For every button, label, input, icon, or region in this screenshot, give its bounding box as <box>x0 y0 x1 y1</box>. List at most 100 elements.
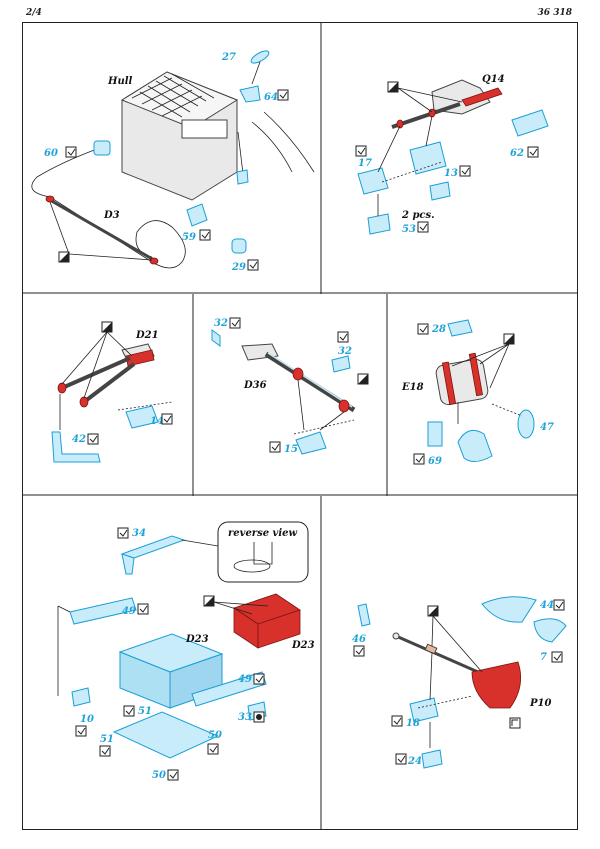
part-64-placement <box>236 169 249 185</box>
part-64: 64 <box>239 85 289 103</box>
part-24: 24 <box>395 749 443 769</box>
svg-text:33: 33 <box>238 712 252 723</box>
svg-text:49: 49 <box>122 606 136 617</box>
hull-title: Hull <box>107 76 133 87</box>
part-27: 27 <box>221 50 270 64</box>
part-42: 42 <box>51 431 101 463</box>
part-49-right: 49 <box>191 671 267 707</box>
paint-icon <box>387 81 399 93</box>
svg-text:reverse view: reverse view <box>228 528 298 539</box>
svg-text:59: 59 <box>182 232 196 243</box>
d36-title: D36 <box>243 380 267 391</box>
svg-text:44: 44 <box>540 600 554 611</box>
paint-icon <box>58 251 70 263</box>
part-53: 53 <box>367 213 429 235</box>
panel-e18: E18 28 47 69 <box>388 319 578 496</box>
svg-text:60: 60 <box>44 148 58 159</box>
part-49-top: 49 <box>69 597 149 625</box>
p10-shovel-blade <box>471 661 522 709</box>
part-32-left: 32 <box>211 317 241 347</box>
part-28: 28 <box>417 319 473 337</box>
hull-body <box>120 71 239 201</box>
part-13: 13 <box>409 141 471 179</box>
q14-title: Q14 <box>482 74 505 85</box>
svg-text:24: 24 <box>407 756 422 767</box>
panel-q14: Q14 27 62 17 13 2 pcs. 53 <box>322 74 578 294</box>
hull-assembly-label: D3 <box>103 210 120 221</box>
part-51-top: 51 <box>123 705 152 717</box>
cable-path <box>31 148 186 269</box>
svg-text:7: 7 <box>540 652 547 663</box>
part-59: 59 <box>182 203 211 243</box>
q14-red-part <box>461 87 503 107</box>
part-50-right: 50 <box>207 730 222 755</box>
panel-d21: D21 42 14 <box>22 294 194 496</box>
svg-text:49: 49 <box>238 674 252 685</box>
svg-text:27: 27 <box>221 52 236 63</box>
svg-text:47: 47 <box>540 422 554 433</box>
reverse-view-callout: reverse view <box>217 521 309 583</box>
panel-d36: D36 32 32 15 <box>194 294 388 496</box>
svg-text:51: 51 <box>100 734 114 745</box>
part-46: 46 <box>352 603 371 657</box>
paint-icon <box>357 373 369 385</box>
svg-text:50: 50 <box>208 730 222 741</box>
cable-end-right <box>149 257 159 265</box>
part-44: 44 <box>481 596 565 623</box>
bend-icon <box>253 711 265 723</box>
part-29: 29 <box>231 238 259 273</box>
paint-icon <box>203 595 215 607</box>
part-18: 18 <box>391 697 439 729</box>
part-10: 10 <box>71 687 94 737</box>
part-14: 14 <box>125 405 173 429</box>
svg-text:62: 62 <box>510 148 524 159</box>
svg-text:17: 17 <box>358 158 372 169</box>
part-34: 34 <box>117 527 186 575</box>
part-7: 7 <box>533 618 567 663</box>
e18-title: E18 <box>401 382 424 393</box>
svg-text:69: 69 <box>428 456 442 467</box>
paint-icon <box>101 321 113 333</box>
svg-text:18: 18 <box>406 718 420 729</box>
part-50-bottom: 50 <box>152 769 179 781</box>
part-33: 33 <box>238 701 267 723</box>
svg-text:14: 14 <box>150 416 164 427</box>
svg-text:10: 10 <box>80 714 94 725</box>
d21-red-part <box>125 349 155 367</box>
panel-p10: 44 46 7 P10 18 24 <box>352 596 567 769</box>
svg-text:29: 29 <box>231 262 246 273</box>
d23-title-2: D23 <box>291 640 315 651</box>
panel-hull: Hull D3 27 64 60 59 <box>22 22 322 294</box>
instruction-frame <box>22 22 578 830</box>
page-number: 2/4 <box>26 8 42 18</box>
part-51-left: 51 <box>99 734 114 757</box>
svg-text:51: 51 <box>138 706 152 717</box>
part-15: 15 <box>269 441 298 455</box>
part-17: 17 <box>355 145 389 195</box>
svg-text:46: 46 <box>352 634 366 645</box>
svg-text:53: 53 <box>402 224 416 235</box>
panel-d23: 34 reverse view 49 D23 D23 49 10 <box>57 496 322 830</box>
part-32-right: 32 <box>331 331 352 373</box>
svg-text:28: 28 <box>431 324 446 335</box>
bend-icon <box>509 717 521 729</box>
svg-text:50: 50 <box>152 770 166 781</box>
part-69: 69 <box>413 421 493 467</box>
svg-text:15: 15 <box>284 444 298 455</box>
cable-end-left <box>45 195 55 203</box>
part-62: 27 62 <box>510 109 549 159</box>
svg-text:42: 42 <box>72 434 86 445</box>
svg-text:13: 13 <box>444 168 458 179</box>
d23-title: D23 <box>185 634 209 645</box>
paint-icon <box>427 605 439 617</box>
d21-title: D21 <box>135 330 159 341</box>
part-60: 60 <box>44 140 111 159</box>
q14-note: 2 pcs. <box>401 210 435 221</box>
svg-text:34: 34 <box>132 528 146 539</box>
p10-title: P10 <box>529 698 551 709</box>
product-code: 36 318 <box>537 8 572 18</box>
svg-text:32: 32 <box>338 346 352 357</box>
cable-rod <box>49 198 155 262</box>
svg-text:32: 32 <box>214 318 228 329</box>
paint-icon <box>503 333 515 345</box>
